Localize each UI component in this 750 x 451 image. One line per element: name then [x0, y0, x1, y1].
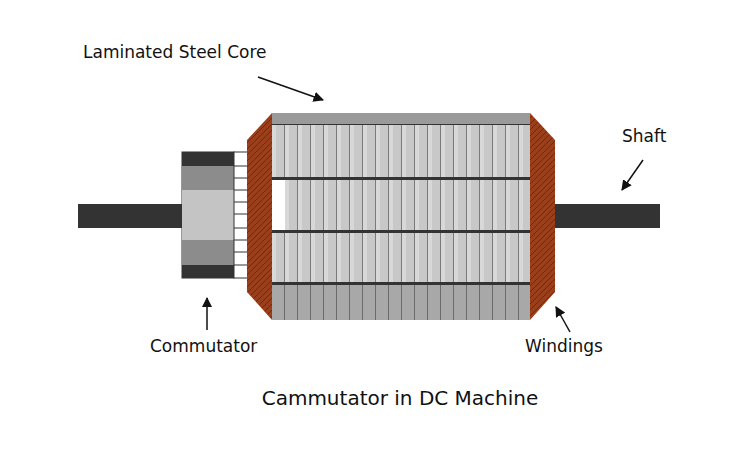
- windings-left: [247, 113, 272, 320]
- shaft-right: [550, 204, 660, 228]
- figure-caption: Cammutator in DC Machine: [262, 386, 539, 410]
- part-label: Windings: [525, 336, 603, 356]
- laminated-core: [272, 113, 530, 320]
- shaft-left: [78, 204, 188, 228]
- leader-arrow: [206, 298, 208, 330]
- part-label: Laminated Steel Core: [83, 42, 267, 62]
- leader-arrow: [556, 307, 570, 332]
- leader-arrow: [258, 77, 323, 100]
- commutator-drum: [182, 152, 248, 278]
- windings-right: [530, 113, 555, 320]
- part-label: Shaft: [622, 126, 666, 146]
- leader-arrow: [622, 160, 643, 190]
- part-label: Commutator: [150, 336, 257, 356]
